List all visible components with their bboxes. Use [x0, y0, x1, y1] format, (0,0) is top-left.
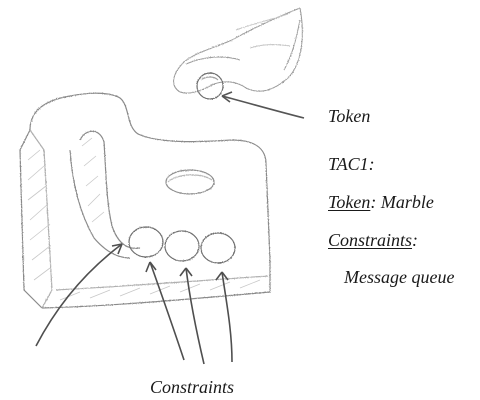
token-label: Token [328, 107, 370, 125]
constraints-key: Constraints [328, 230, 412, 250]
constraints-value: Message queue [344, 268, 454, 286]
marble-queue [129, 227, 235, 263]
constraint-arrows [36, 244, 232, 364]
device-body [20, 93, 270, 308]
hand-drawing [174, 8, 303, 93]
token-value: : Marble [370, 192, 433, 212]
queue-marble-1 [129, 227, 163, 257]
queue-marble-2 [165, 231, 199, 261]
token-arrow [222, 92, 304, 118]
token-definition: Token: Marble [328, 193, 434, 211]
constraints-caption: Constraints [150, 378, 234, 396]
constraints-definition: Constraints: [328, 231, 418, 249]
constraints-colon: : [412, 230, 418, 250]
tac-title: TAC1: [328, 155, 375, 173]
token-key: Token [328, 192, 370, 212]
queue-marble-3 [201, 233, 235, 263]
